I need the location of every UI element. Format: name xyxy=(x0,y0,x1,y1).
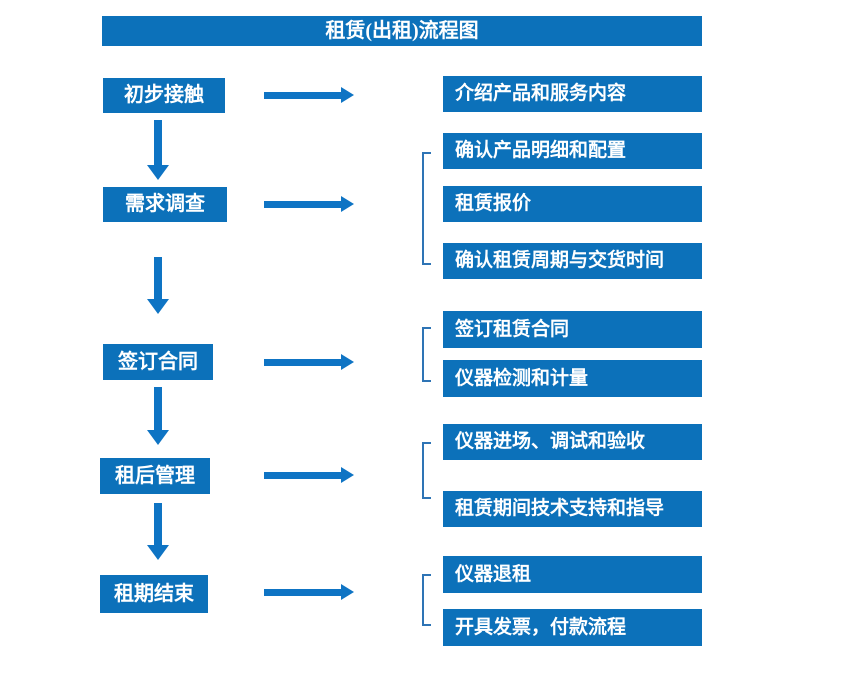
right-arrow-1 xyxy=(264,87,354,103)
detail-box-instrument-testing: 仪器检测和计量 xyxy=(443,360,702,397)
flowchart-title: 租赁(出租)流程图 xyxy=(102,16,702,46)
arrow-shaft xyxy=(264,91,341,99)
detail-box-confirm-details: 确认产品明细和配置 xyxy=(443,133,702,169)
arrow-shaft xyxy=(154,257,162,299)
step-box-initial-contact: 初步接触 xyxy=(103,78,225,113)
down-arrow-1 xyxy=(147,120,169,180)
step-box-demand-survey: 需求调查 xyxy=(103,187,227,222)
bracket-post-rental-group xyxy=(422,442,431,499)
detail-box-sign-rental-contract: 签订租赁合同 xyxy=(443,311,702,348)
down-arrow-4 xyxy=(147,503,169,560)
right-arrow-5 xyxy=(264,584,354,600)
detail-box-confirm-period: 确认租赁周期与交货时间 xyxy=(443,243,702,279)
arrow-shaft xyxy=(154,120,162,165)
bracket-lease-end-group xyxy=(422,574,431,626)
arrow-shaft xyxy=(154,503,162,545)
detail-box-invoice-payment: 开具发票，付款流程 xyxy=(443,609,702,646)
arrow-head xyxy=(341,196,354,212)
step-box-sign-contract: 签订合同 xyxy=(103,344,213,380)
arrow-shaft xyxy=(154,387,162,430)
arrow-head xyxy=(341,584,354,600)
right-arrow-4 xyxy=(264,467,354,483)
bracket-demand-survey-group xyxy=(422,152,431,265)
arrow-shaft xyxy=(264,200,341,208)
arrow-head xyxy=(341,467,354,483)
bracket-sign-contract-group xyxy=(422,327,431,382)
step-box-post-rental-mgmt: 租后管理 xyxy=(100,458,210,494)
detail-box-rental-quote: 租赁报价 xyxy=(443,186,702,222)
detail-box-tech-support: 租赁期间技术支持和指导 xyxy=(443,491,702,527)
arrow-head xyxy=(147,165,169,180)
right-arrow-2 xyxy=(264,196,354,212)
arrow-head xyxy=(147,545,169,560)
down-arrow-3 xyxy=(147,387,169,445)
detail-box-introduce-products: 介绍产品和服务内容 xyxy=(443,76,702,112)
arrow-shaft xyxy=(264,588,341,596)
detail-box-instrument-return: 仪器退租 xyxy=(443,556,702,593)
down-arrow-2 xyxy=(147,257,169,314)
arrow-head xyxy=(147,430,169,445)
step-box-lease-end: 租期结束 xyxy=(100,575,208,613)
detail-box-instrument-setup: 仪器进场、调试和验收 xyxy=(443,424,702,460)
arrow-head xyxy=(341,354,354,370)
arrow-shaft xyxy=(264,358,341,366)
arrow-head xyxy=(341,87,354,103)
arrow-shaft xyxy=(264,471,341,479)
arrow-head xyxy=(147,299,169,314)
right-arrow-3 xyxy=(264,354,354,370)
